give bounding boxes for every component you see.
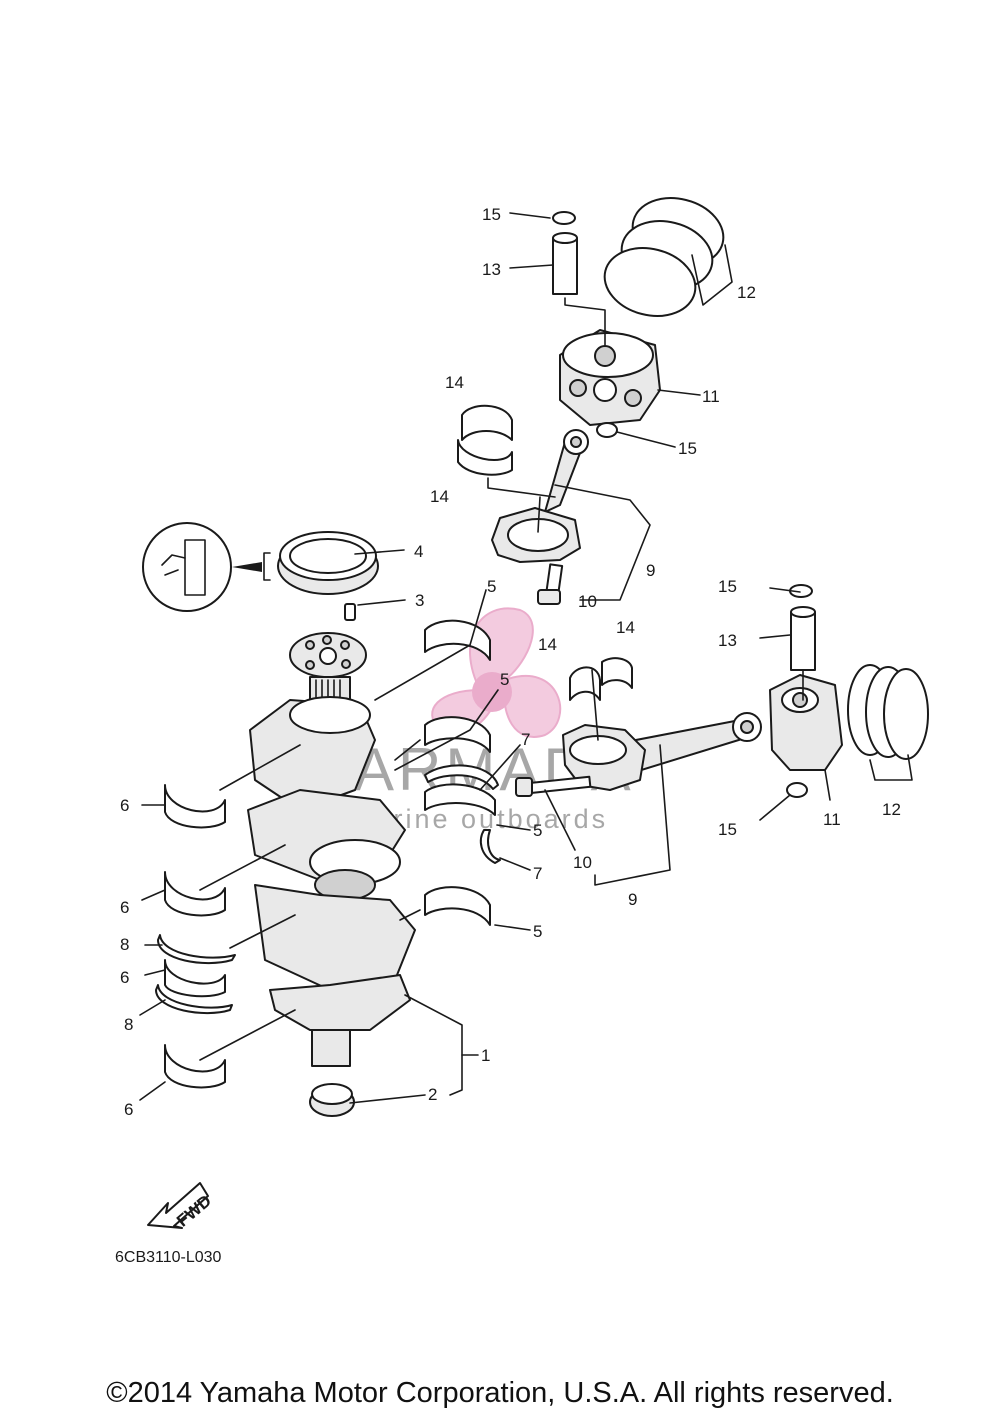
callout-11-top: 11 <box>702 387 720 406</box>
piston-ring-set-top <box>603 197 725 317</box>
callout-12-right: 12 <box>882 800 901 819</box>
bearing-6-d <box>164 1044 226 1089</box>
callout-6-b: 6 <box>120 898 129 917</box>
callout-4: 4 <box>414 542 423 561</box>
callout-9-right: 9 <box>628 890 637 909</box>
callout-14-top-a: 14 <box>445 373 464 392</box>
thrust-washer-7-a <box>424 764 499 790</box>
piston-ring-set-right <box>847 664 929 760</box>
callout-7-b: 7 <box>533 864 542 883</box>
callout-14-top-b: 14 <box>430 487 449 506</box>
wrist-pin-top <box>552 232 578 295</box>
thrust-washer-7-b <box>479 829 501 864</box>
callout-7-a: 7 <box>521 730 530 749</box>
conrod-bolt-top <box>537 563 564 605</box>
callout-5-c: 5 <box>533 821 542 840</box>
wrist-pin-right <box>790 606 816 671</box>
bearing-5-c <box>424 783 496 816</box>
crankshaft <box>247 632 416 1067</box>
crank-gear-bushing <box>309 1083 355 1117</box>
leader-lines <box>139 212 913 1104</box>
copyright-notice: ©2014 Yamaha Motor Corporation, U.S.A. A… <box>106 1377 894 1409</box>
callout-5-b: 5 <box>500 670 509 689</box>
thrust-washer-8-a <box>157 934 236 964</box>
circlip-right-b <box>786 782 808 798</box>
piston-top <box>559 329 661 426</box>
callout-15-right-b: 15 <box>718 820 737 839</box>
callout-6-d: 6 <box>124 1100 133 1119</box>
callout-5-a: 5 <box>487 577 496 596</box>
callout-14-right-b: 14 <box>538 635 557 654</box>
bearing-half-14-right <box>569 657 633 701</box>
circlip-top-b <box>596 422 618 438</box>
callout-9-top: 9 <box>646 561 655 580</box>
callout-10-top: 10 <box>578 592 597 611</box>
callout-labels: 15 13 12 14 11 15 14 4 9 5 15 10 3 14 13… <box>120 205 901 1119</box>
callout-14-right-a: 14 <box>616 618 635 637</box>
callout-15-top-b: 15 <box>678 439 697 458</box>
fwd-arrow-icon: FWD <box>147 1182 215 1231</box>
dowel-pin <box>344 603 356 621</box>
callout-11-right: 11 <box>823 810 841 829</box>
connecting-rod-top <box>491 429 589 563</box>
bearing-5-d <box>424 886 491 926</box>
callout-10-right: 10 <box>573 853 592 872</box>
bearing-half-14-top <box>457 404 513 476</box>
callout-13-right: 13 <box>718 631 737 650</box>
callout-8-a: 8 <box>120 935 129 954</box>
callout-6-c: 6 <box>120 968 129 987</box>
callout-12-top: 12 <box>737 283 756 302</box>
callout-3: 3 <box>415 591 424 610</box>
callout-2: 2 <box>428 1085 437 1104</box>
bearing-6-b <box>164 871 226 917</box>
callout-6-a: 6 <box>120 796 129 815</box>
seal-detail-callout <box>142 522 271 612</box>
conrod-bolt-right <box>515 775 592 797</box>
circlip-top-a <box>552 211 576 225</box>
callout-15-right-a: 15 <box>718 577 737 596</box>
oil-seal <box>277 531 379 595</box>
callout-15-top-a: 15 <box>482 205 501 224</box>
connecting-rod-right <box>562 712 762 791</box>
callout-8-b: 8 <box>124 1015 133 1034</box>
bearing-6-a <box>164 784 226 829</box>
callout-1: 1 <box>481 1046 490 1065</box>
piston-right <box>769 674 843 771</box>
drawing-code: 6CB3110-L030 <box>115 1249 222 1266</box>
bearing-6-c <box>164 959 226 998</box>
callout-5-d: 5 <box>533 922 542 941</box>
callout-13-top: 13 <box>482 260 501 279</box>
